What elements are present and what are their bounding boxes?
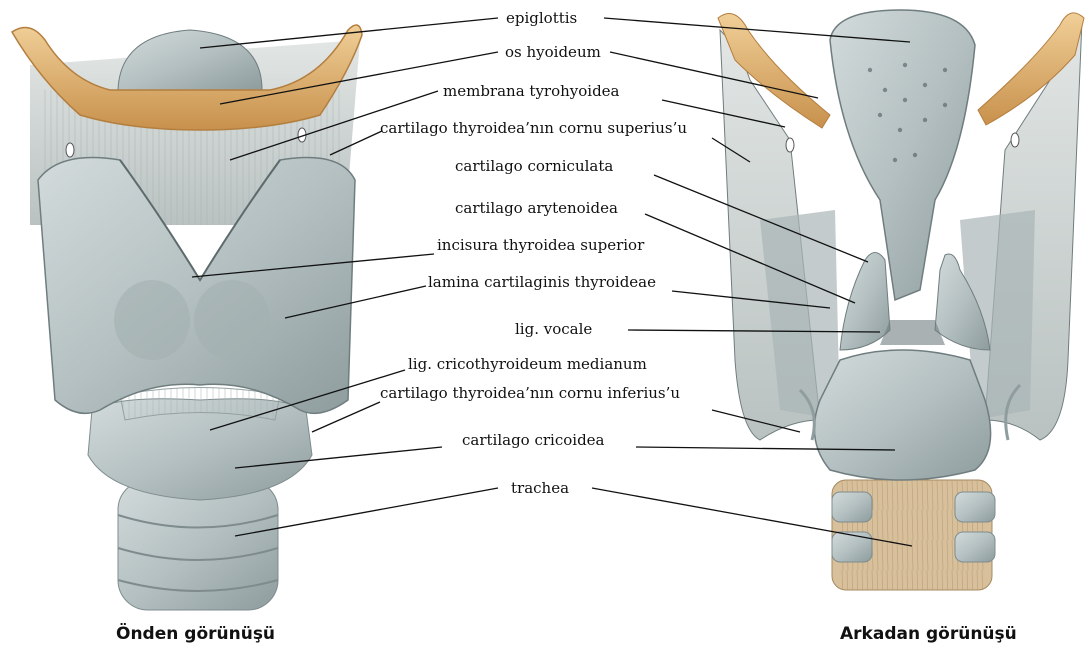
front-cricoid-cartilage xyxy=(88,399,312,500)
label-membrana-tyrohyoidea: membrana tyrohyoidea xyxy=(443,82,620,100)
label-incisura-thyroidea-superior: incisura thyroidea superior xyxy=(437,236,644,254)
front-epiglottis xyxy=(118,30,262,90)
label-epiglottis: epiglottis xyxy=(506,9,577,27)
caption-front-view: Önden görünüşü xyxy=(116,624,275,644)
back-view-illustration xyxy=(718,10,1084,590)
caption-back-view: Arkadan görünüşü xyxy=(840,624,1017,644)
label-lamina-cartilaginis-thyroideae: lamina cartilaginis thyroideae xyxy=(428,273,656,291)
label-cornu-superius: cartilago thyroidea’nın cornu superius’u xyxy=(380,119,687,137)
back-trachea xyxy=(832,480,995,590)
label-cartilago-corniculata: cartilago corniculata xyxy=(455,157,613,175)
label-cartilago-cricoidea: cartilago cricoidea xyxy=(462,431,605,449)
back-cricoid-cartilage xyxy=(814,350,990,480)
label-trachea: trachea xyxy=(511,479,569,497)
label-cartilago-arytenoidea: cartilago arytenoidea xyxy=(455,199,618,217)
label-os-hyoideum: os hyoideum xyxy=(505,43,601,61)
leader-hyoid-back xyxy=(610,52,818,98)
label-cornu-inferius: cartilago thyroidea’nın cornu inferius’u xyxy=(380,384,680,402)
label-lig-vocale: lig. vocale xyxy=(515,320,592,338)
back-arytenoid-left xyxy=(840,253,890,351)
label-lig-cricothyroideum: lig. cricothyroideum medianum xyxy=(408,355,647,373)
